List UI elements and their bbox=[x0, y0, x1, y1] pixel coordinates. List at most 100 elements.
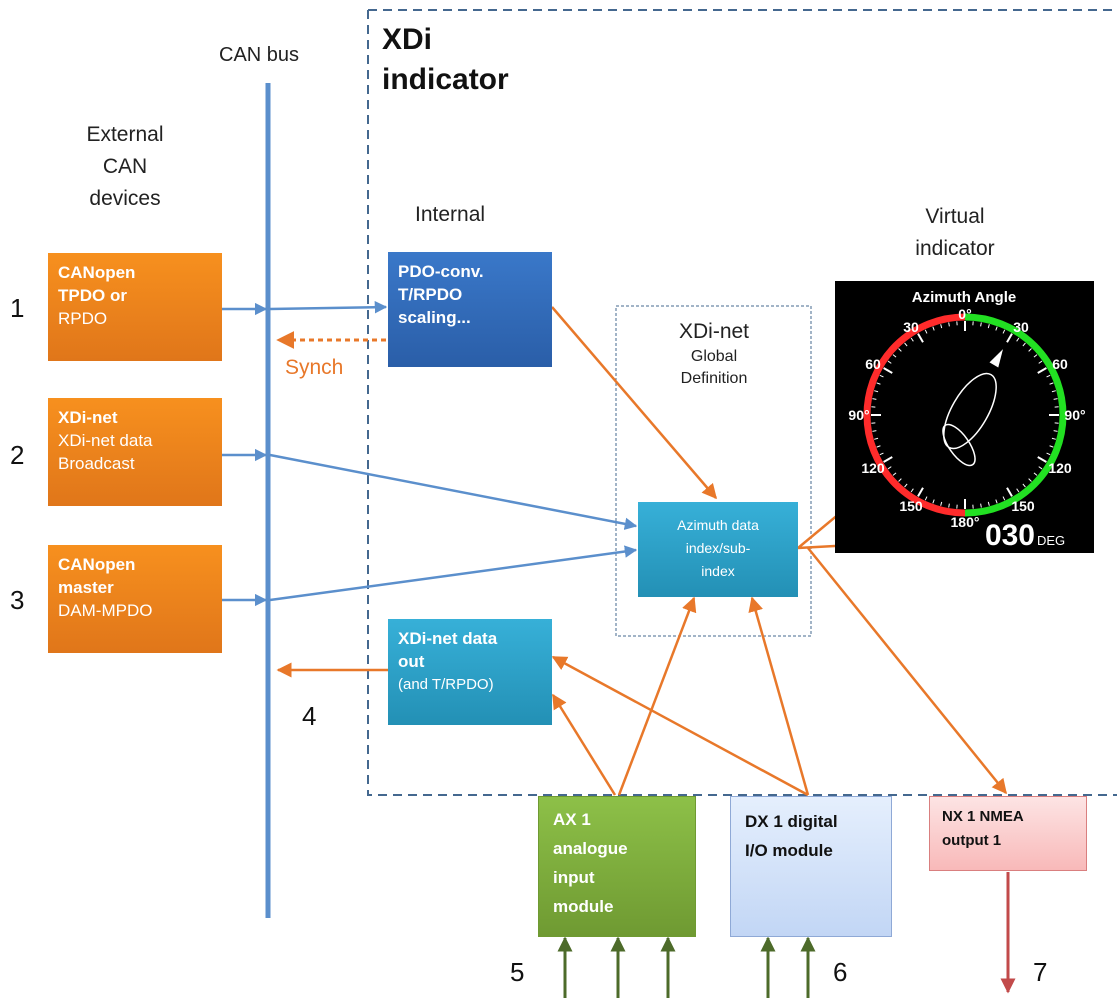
global-def-line1: XDi-net bbox=[678, 320, 750, 343]
scale-tick bbox=[987, 501, 990, 506]
scale-tick bbox=[932, 499, 935, 504]
scale-tick bbox=[1016, 488, 1020, 493]
scale-tick bbox=[1049, 445, 1054, 448]
scale-tick bbox=[1002, 329, 1006, 334]
scale-tick bbox=[910, 337, 914, 342]
scale-tick bbox=[883, 456, 893, 463]
scale-tick bbox=[872, 398, 877, 400]
scale-tick bbox=[995, 326, 998, 331]
gauge-label-right-120: 120 bbox=[1048, 460, 1072, 476]
gauge-label-left-120: 120 bbox=[861, 460, 885, 476]
number-4: 4 bbox=[302, 701, 317, 731]
virtual-line2: indicator bbox=[915, 237, 995, 260]
scale-tick bbox=[872, 430, 877, 432]
gauge-label-180: 180° bbox=[951, 514, 980, 530]
starboard-scale-arc bbox=[964, 313, 1067, 517]
scale-tick bbox=[887, 360, 892, 364]
device2-line1: XDi-net bbox=[58, 408, 118, 427]
scale-tick bbox=[898, 478, 902, 482]
scale-tick bbox=[917, 333, 924, 343]
scale-tick bbox=[1051, 390, 1056, 393]
scale-tick bbox=[887, 466, 892, 470]
internal-heading: Internal bbox=[415, 203, 486, 226]
scale-tick bbox=[1051, 437, 1056, 440]
number-5: 5 bbox=[510, 957, 525, 987]
scale-tick bbox=[876, 382, 881, 385]
scale-tick bbox=[948, 503, 950, 508]
device2-line2: XDi-net data bbox=[58, 431, 153, 450]
scale-tick bbox=[917, 487, 924, 497]
global-definition-frame bbox=[615, 305, 812, 637]
device2-line3: Broadcast bbox=[58, 454, 135, 473]
gauge-label-left-30: 30 bbox=[903, 319, 919, 335]
scale-tick bbox=[1053, 398, 1058, 400]
ax-line1: AX 1 bbox=[553, 810, 591, 829]
gauge-label-right-60: 60 bbox=[1052, 356, 1068, 372]
gauge-value: 030 bbox=[985, 519, 1035, 552]
scale-tick bbox=[932, 326, 935, 331]
scale-tick bbox=[904, 342, 908, 347]
number-7: 7 bbox=[1033, 957, 1048, 987]
scale-tick bbox=[910, 488, 914, 493]
device1-line1: CANopen bbox=[58, 263, 136, 282]
canopen-master-box: CANopen master DAM-MPDO bbox=[48, 545, 222, 653]
scale-tick bbox=[892, 354, 897, 358]
dx-digital-io-module: DX 1 digital I/O module bbox=[730, 796, 892, 937]
global-def-line3: Definition bbox=[680, 370, 748, 387]
external-line1: External bbox=[86, 123, 164, 146]
device3-line3: DAM-MPDO bbox=[58, 601, 153, 620]
ax-line4: module bbox=[553, 897, 614, 916]
scale-tick bbox=[1037, 367, 1047, 374]
scale-tick bbox=[1038, 360, 1043, 364]
gauge-title: Azimuth Angle bbox=[912, 289, 1016, 306]
scale-tick bbox=[1049, 382, 1054, 385]
pdo-line3: scaling... bbox=[398, 308, 471, 327]
azimuth-line1: Azimuth data bbox=[677, 517, 759, 533]
scale-tick bbox=[940, 501, 943, 506]
external-line3: devices bbox=[89, 187, 161, 210]
gauge-label-0: 0° bbox=[958, 306, 971, 322]
xdi-indicator-title: XDi indicator bbox=[382, 20, 509, 100]
gauge-label-left-60: 60 bbox=[865, 356, 881, 372]
gauge-label-right-30: 30 bbox=[1013, 319, 1029, 335]
nx-line1: NX 1 NMEA bbox=[942, 808, 1024, 825]
rudder-outline bbox=[942, 423, 976, 467]
virtual-line1: Virtual bbox=[925, 205, 985, 228]
scale-tick bbox=[874, 437, 879, 440]
scale-tick bbox=[924, 329, 928, 334]
scale-tick bbox=[980, 322, 982, 327]
can-bus-label: CAN bus bbox=[219, 44, 300, 66]
external-devices-heading: External CAN devices bbox=[60, 119, 190, 215]
dx-line1: DX 1 digital bbox=[745, 812, 838, 831]
number-6: 6 bbox=[833, 957, 848, 987]
dx-line2: I/O module bbox=[745, 841, 833, 860]
scale-tick bbox=[948, 322, 950, 327]
device1-line3: RPDO bbox=[58, 309, 108, 328]
global-def-line2: Global bbox=[690, 348, 738, 365]
scale-tick bbox=[1022, 483, 1026, 488]
data-out-line3: (and T/RPDO) bbox=[398, 676, 494, 693]
scale-tick bbox=[1002, 496, 1006, 501]
scale-tick bbox=[1006, 487, 1013, 497]
pdo-conversion-box: PDO-conv. T/RPDO scaling... bbox=[388, 252, 552, 367]
scale-tick bbox=[1028, 478, 1032, 482]
device3-line2: master bbox=[58, 578, 114, 597]
virtual-indicator-heading: Virtual indicator bbox=[895, 201, 1015, 265]
scale-tick bbox=[1033, 472, 1038, 476]
scale-tick bbox=[980, 503, 982, 508]
number-1: 1 bbox=[10, 293, 25, 323]
virtual-indicator-display: Azimuth Angle 0° 30 30 60 60 90° 90° 120… bbox=[835, 281, 1094, 553]
gauge-label-left-150: 150 bbox=[899, 498, 923, 514]
external-line2: CAN bbox=[102, 155, 148, 178]
scale-tick bbox=[1016, 337, 1020, 342]
gauge-label-right-150: 150 bbox=[1011, 498, 1035, 514]
scale-tick bbox=[879, 452, 884, 456]
xdi-title-line1: XDi bbox=[382, 23, 433, 56]
pdo-line1: PDO-conv. bbox=[398, 262, 484, 281]
data-out-line1: XDi-net data bbox=[398, 629, 498, 648]
device1-line2: TPDO or bbox=[58, 286, 127, 305]
ax-line3: input bbox=[553, 868, 595, 887]
scale-tick bbox=[940, 324, 943, 329]
gauge-unit: DEG bbox=[1037, 533, 1065, 548]
